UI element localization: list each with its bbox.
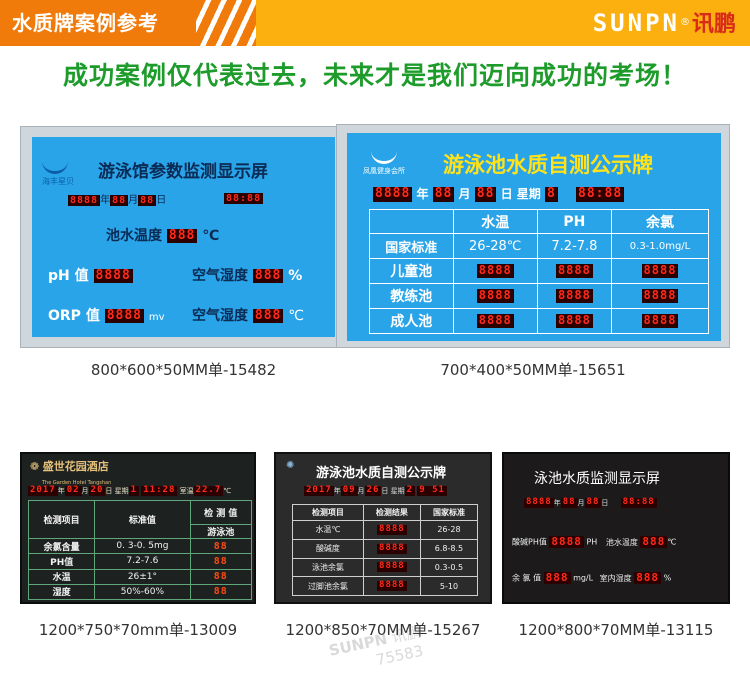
product-card-2[interactable]: 凤凰健身会所 游泳池水质自测公示牌 8888 年 88 月 88 日 星期 8 … (336, 124, 730, 348)
brand-latin: SUNPN (592, 9, 680, 37)
display-board-2: 凤凰健身会所 游泳池水质自测公示牌 8888 年 88 月 88 日 星期 8 … (347, 133, 721, 341)
board-title: 游泳池水质自测公示牌 (443, 153, 653, 177)
date-row: 8888 年 88 月 88 日 星期 8 88:88 (373, 186, 625, 202)
water-temp-row: 池水温度 888 ℃ (106, 227, 220, 244)
brand-registered-mark: ® (679, 17, 690, 28)
wave-logo-icon (42, 157, 68, 174)
header-bar: 水质牌案例参考 SUNPN®讯鹏 (0, 0, 750, 46)
drop-logo-icon (371, 147, 397, 164)
header-stripes (196, 0, 256, 46)
caption-2: 700*400*50MM单-15651 (440, 361, 626, 379)
slogan: 成功案例仅代表过去，未来才是我们迈向成功的考场！ (62, 61, 687, 90)
page-title: 水质牌案例参考 (12, 11, 159, 35)
ph-row: pH 值 8888 (48, 267, 133, 284)
header-left-block (0, 0, 205, 46)
air-row: 空气湿度 888 ℃ (192, 307, 304, 324)
caption-1: 800*600*50MM单-15482 (90, 361, 277, 379)
brand-chinese: 讯鹏 (691, 12, 736, 37)
board-logo: 凤凰健身会所 (363, 147, 405, 176)
caption-5: 1200*800*70MM单-13115 (518, 621, 714, 639)
brand-logo[interactable]: SUNPN®讯鹏 (593, 8, 736, 38)
orp-row: ORP 值 8888 mv (48, 307, 165, 324)
caption-3: 1200*750*70mm单-13009 (38, 621, 238, 639)
time-led: 88:88 (224, 193, 264, 204)
board-title: 游泳池水质自测公示牌 (316, 466, 447, 481)
board-title: 泳池水质监测显示屏 (534, 471, 660, 487)
header-right-block (252, 0, 750, 46)
caption-4: 1200*850*70MM单-15267 (285, 621, 481, 639)
board-title: 游泳馆参数监测显示屏 (98, 162, 268, 182)
board-logo: 海丰星贝 (42, 157, 74, 187)
humidity-row: 空气湿度 888 % (192, 267, 303, 284)
hotel-emblem-icon: ❁ (30, 460, 40, 473)
chlorine-row: 余 氯 值 888 mg/L 室内湿度 888 % (512, 571, 672, 585)
board-logo-icon: ✺ (286, 460, 295, 471)
ph-row: 酸碱PH值 8888 PH 池水温度 888℃ (512, 535, 677, 549)
